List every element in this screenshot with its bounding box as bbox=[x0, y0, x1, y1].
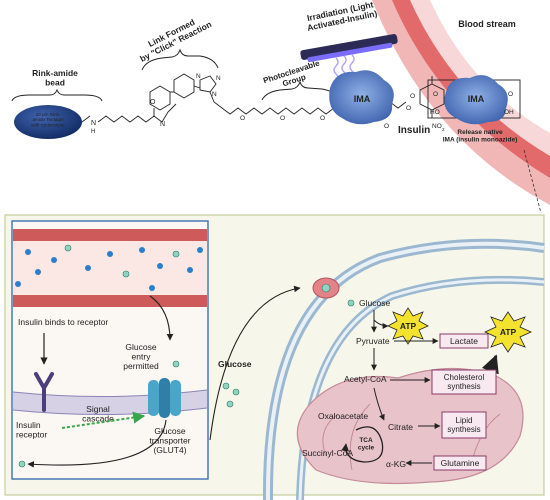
insulin-label: Insulin bbox=[398, 125, 430, 136]
glucose-dot-entry bbox=[172, 360, 180, 368]
atp-label-2: ATP bbox=[500, 327, 517, 337]
glucose-dot-inside bbox=[18, 460, 26, 468]
panel-to-cell-arrow bbox=[209, 285, 301, 441]
native-atoms: O HO O OH bbox=[430, 91, 514, 116]
svg-text:O: O bbox=[240, 115, 245, 122]
irradiation-title: Irradiation (LightActivated-Insulin) bbox=[304, 0, 378, 33]
svg-text:O: O bbox=[508, 91, 513, 98]
glut4-transporter bbox=[148, 378, 181, 418]
lactate-box bbox=[439, 333, 489, 349]
pyruvate-label: Pyruvate bbox=[356, 336, 390, 346]
blood-stream-label: Blood stream bbox=[458, 19, 516, 29]
svg-text:O: O bbox=[433, 91, 438, 98]
svg-text:O: O bbox=[406, 105, 411, 112]
citrate-label: Citrate bbox=[388, 422, 413, 432]
atp-burst-1 bbox=[387, 307, 429, 345]
ima-attached-label: IMA bbox=[354, 94, 371, 104]
insulin-receptor-shape bbox=[34, 372, 54, 412]
cell-transporter bbox=[312, 277, 340, 299]
acetyl-coa-label: Acetyl-CoA bbox=[344, 374, 387, 384]
glutamine-box bbox=[433, 455, 487, 471]
svg-text:O: O bbox=[280, 115, 285, 122]
insulin-binds-label: Insulin binds to receptor bbox=[18, 317, 108, 327]
svg-text:N: N bbox=[91, 120, 96, 127]
svg-text:N: N bbox=[196, 73, 201, 80]
atp-label-1: ATP bbox=[400, 321, 417, 331]
photo-bracket bbox=[261, 80, 339, 101]
svg-text:HO: HO bbox=[430, 109, 440, 116]
succinyl-coa-label: Succinyl-CoA bbox=[302, 448, 353, 458]
left-panel bbox=[11, 220, 209, 480]
signal-cascade-arrow bbox=[61, 411, 146, 429]
svg-text:O: O bbox=[384, 123, 389, 130]
rink-bead bbox=[14, 105, 82, 139]
glucose-cell-dot bbox=[347, 299, 355, 307]
svg-text:O: O bbox=[150, 99, 156, 106]
svg-text:H: H bbox=[91, 129, 95, 135]
vessel-to-glucose-arrow bbox=[149, 295, 174, 341]
svg-text:2: 2 bbox=[442, 127, 445, 132]
glucose-middle-label: Glucose bbox=[218, 359, 252, 369]
svg-text:N: N bbox=[216, 75, 221, 82]
tca-cycle-arrow bbox=[341, 426, 384, 463]
oxaloacetate-label: Oxaloacetate bbox=[318, 411, 368, 421]
lipid-box bbox=[441, 411, 487, 439]
akg-label: α-KG bbox=[386, 459, 406, 469]
svg-text:OH: OH bbox=[504, 109, 514, 116]
atp-burst-2 bbox=[484, 311, 532, 353]
click-bracket bbox=[141, 48, 219, 71]
rink-bracket bbox=[11, 88, 103, 102]
lactate-label: Lactate bbox=[450, 336, 478, 346]
svg-text:O: O bbox=[320, 115, 325, 122]
svg-text:N: N bbox=[160, 121, 165, 128]
acetyl-to-citrate-arrow bbox=[373, 387, 385, 421]
atp-branch-arrow bbox=[373, 319, 389, 329]
uv-lamp bbox=[300, 34, 398, 83]
glutamine-label: Glutamine bbox=[441, 458, 480, 468]
callout-line bbox=[523, 149, 542, 214]
svg-text:N: N bbox=[212, 91, 217, 98]
glucose-dots-vessel bbox=[15, 244, 203, 291]
ima-native-blob bbox=[444, 75, 508, 125]
mito-to-atp-arrow bbox=[481, 354, 499, 375]
glucose-dots-middle bbox=[222, 382, 240, 408]
glut4-to-glucose-arrow bbox=[27, 419, 167, 468]
glucose-cell-label: Glucose bbox=[359, 298, 390, 308]
ima-native-label: IMA bbox=[468, 94, 485, 104]
ima-attached-blob bbox=[329, 70, 394, 125]
cholesterol-box bbox=[431, 369, 497, 395]
svg-text:NO: NO bbox=[432, 123, 442, 130]
svg-text:O: O bbox=[410, 93, 415, 100]
